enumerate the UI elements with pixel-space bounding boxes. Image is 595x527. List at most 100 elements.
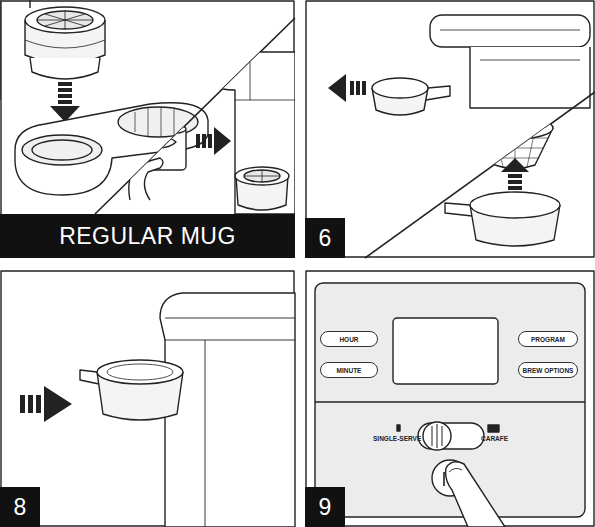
node-text: PROGRAM [531,336,565,343]
striped-arrow [350,81,354,95]
pressing-finger [446,462,505,527]
coffee-maker [470,47,590,108]
filter-basket [455,117,553,170]
power-button [443,472,445,486]
switch-label: SINGLE-SERVE [373,435,421,442]
striped-arrow [208,134,212,148]
striped-arrow [58,94,72,98]
divider-line [95,18,295,214]
striped-arrow [58,100,72,104]
coffee-maker [440,30,580,31]
filter-basket [477,117,553,139]
node-text: 9 [319,494,332,521]
control-panel [315,401,585,402]
filter-holder [97,360,183,384]
coffee-maker [430,15,590,47]
panel-frame [306,1,594,257]
pod-holder [37,11,93,29]
mug-in-hand [158,138,176,148]
striped-arrow [501,158,529,190]
filter-holder [445,192,560,246]
pod-holder [30,58,100,79]
striped-arrow [508,180,522,184]
panel-frame [306,271,594,526]
striped-arrow [508,174,522,178]
striped-arrow [28,395,33,413]
mug-in-hand [129,158,163,200]
striped-arrow [196,127,231,155]
striped-arrow [508,186,522,190]
step-number: 9 [305,487,345,527]
pod-holder [244,170,280,182]
striped-arrow [58,88,72,92]
striped-arrow [20,395,25,413]
control-button: PROGRAM [518,331,578,347]
coffee-maker [235,60,295,100]
filter-holder [372,78,428,98]
filter-holder [470,192,560,218]
coffee-maker [160,293,295,527]
pod-holder [244,170,280,182]
filter-holder [426,86,450,100]
control-panel [393,318,498,384]
coffee-maker [200,52,295,214]
filter-holder [445,203,472,216]
switch-label: CARAFE [481,435,508,442]
control-button: MINUTE [320,362,378,378]
brewer-base [15,103,208,195]
brewer-base [22,135,102,165]
striped-arrow [501,158,529,172]
control-button: BREW OPTIONS [518,362,578,378]
filter-holder [372,78,450,115]
coffee-maker [160,293,295,527]
program-switch [397,425,400,431]
pressing-finger [446,462,505,527]
striped-arrow [20,386,72,422]
coffee-maker [200,52,295,214]
coffee-maker [430,15,590,108]
step-number: 8 [0,487,40,527]
pod-holder [25,7,105,33]
node-text: MINUTE [337,367,362,374]
coffee-maker [480,60,580,61]
program-switch [423,422,451,450]
divider-line [365,92,595,258]
filter-holder [80,360,183,420]
filter-holder [107,364,173,380]
node-text: REGULAR MUG [59,223,236,250]
panel-frame [1,1,294,257]
pod-holder [25,40,105,48]
pod-holder [0,0,105,100]
control-button: HOUR [320,331,378,347]
program-switch [418,423,484,449]
program-switch [432,424,442,448]
brewer-base [15,103,208,195]
striped-arrow [356,81,360,95]
coffee-maker [165,318,295,527]
program-switch [488,425,499,432]
striped-arrow [328,74,366,102]
striped-arrow [50,82,80,122]
striped-arrow [196,134,200,148]
caption-band: REGULAR MUG [0,214,295,258]
striped-arrow [362,81,366,95]
striped-arrow [328,74,346,102]
filter-holder [80,370,99,384]
step-number: 6 [305,218,345,258]
brewer-base [135,107,174,137]
pod-holder [235,167,289,185]
node-text: BREW OPTIONS [523,367,574,374]
mug-in-hand [138,138,150,160]
mug-in-hand [150,124,186,134]
mug-in-hand [129,124,186,200]
node-text: HOUR [339,336,358,343]
striped-arrow [58,82,72,86]
brewer-base [32,140,92,160]
striped-arrow [36,395,41,413]
pod-holder [235,167,289,210]
pod-holder [37,11,93,29]
